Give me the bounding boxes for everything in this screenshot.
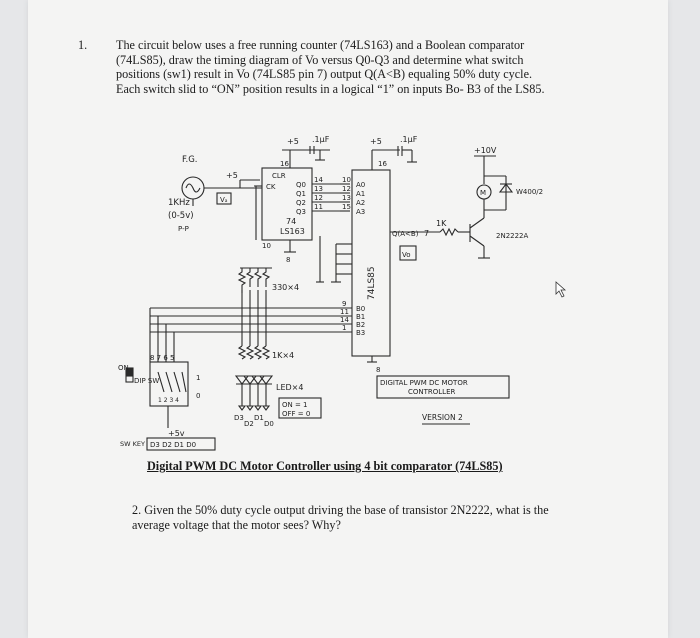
worksheet-page bbox=[28, 0, 668, 638]
counter-pin: 11 bbox=[314, 203, 323, 211]
question-1-line: The circuit below uses a free running co… bbox=[116, 38, 525, 52]
comparator-b: B0 bbox=[356, 305, 365, 313]
cursor-icon bbox=[555, 281, 567, 298]
comparator-pin: 15 bbox=[342, 203, 351, 211]
title-box-line: DIGITAL PWM DC MOTOR bbox=[380, 379, 468, 387]
dip-side: 1 bbox=[196, 374, 200, 382]
counter-ck: CK bbox=[266, 183, 276, 191]
plus5-label: +5 bbox=[370, 137, 382, 146]
comparator-pin: 13 bbox=[342, 194, 351, 202]
plus5-label: +5 bbox=[287, 137, 299, 146]
comparator-name: 74LS85 bbox=[367, 266, 377, 300]
plus5-label: +5 bbox=[226, 171, 238, 180]
dip-numbers: 8 7 6 5 bbox=[150, 354, 175, 362]
dip-numbers: 1 2 3 4 bbox=[158, 397, 179, 404]
question-1-line: Each switch slid to “ON” position result… bbox=[116, 81, 545, 96]
counter-output: Q3 bbox=[296, 208, 306, 216]
question-1-line: (74LS85), draw the timing diagram of Vo … bbox=[116, 52, 524, 67]
vo-meter: Vo bbox=[402, 251, 411, 259]
version-label: VERSION 2 bbox=[422, 413, 463, 422]
resistor-330: 330×4 bbox=[272, 283, 299, 292]
cap-label: .1µF bbox=[400, 135, 418, 144]
plus5-label: +5v bbox=[168, 429, 185, 438]
sw-key-box: D3 D2 D1 D0 bbox=[150, 441, 196, 449]
comparator-pin: 8 bbox=[376, 366, 380, 374]
comparator-b: B2 bbox=[356, 321, 365, 329]
question-1-number: 1. bbox=[78, 38, 88, 52]
led-bit: D1 bbox=[254, 414, 264, 422]
counter-pin: 12 bbox=[314, 194, 323, 202]
led-bit: D0 bbox=[264, 420, 274, 428]
resistor-base: 1K bbox=[436, 219, 447, 228]
counter-pin: 14 bbox=[314, 176, 323, 184]
question-1-line: positions (sw1) result in Vo (74LS85 pin… bbox=[116, 67, 533, 82]
figure-caption: Digital PWM DC Motor Controller using 4 … bbox=[147, 459, 503, 473]
sw-key-label: SW KEY bbox=[120, 440, 145, 448]
comparator-b: B3 bbox=[356, 329, 365, 337]
counter-output: Q2 bbox=[296, 199, 306, 207]
comparator-a: A1 bbox=[356, 190, 365, 198]
comparator-pin: 1 bbox=[342, 324, 346, 332]
comparator-pin: 12 bbox=[342, 185, 351, 193]
question-1-text: The circuit below uses a free running co… bbox=[116, 38, 586, 96]
clock-range: (0-5v) bbox=[168, 211, 194, 221]
counter-name: 74 bbox=[286, 217, 296, 226]
cap-label: .1µF bbox=[312, 135, 330, 144]
clock-v-meter: Vₐ bbox=[220, 196, 228, 204]
comparator-a: A3 bbox=[356, 208, 365, 216]
counter-clr: CLR bbox=[272, 172, 286, 180]
counter-pin: 16 bbox=[280, 160, 289, 168]
on-label: ON bbox=[118, 364, 129, 372]
comparator-pin: 14 bbox=[340, 316, 349, 324]
on-off-legend: ON = 1 bbox=[282, 401, 308, 409]
dip-label: DIP SW bbox=[134, 377, 159, 385]
led-bit: D2 bbox=[244, 420, 254, 428]
plus10-label: +10V bbox=[474, 146, 497, 155]
on-off-legend: OFF = 0 bbox=[282, 410, 310, 418]
comparator-pin: 16 bbox=[378, 160, 387, 168]
clock-label: F.G. bbox=[182, 155, 198, 165]
question-2: 2. Given the 50% duty cycle output drivi… bbox=[132, 503, 592, 533]
counter-name: LS163 bbox=[280, 227, 305, 236]
title-box-line: CONTROLLER bbox=[408, 388, 456, 396]
dip-side: 0 bbox=[196, 392, 200, 400]
motor-part: W400/2 bbox=[516, 188, 543, 196]
counter-output: Q0 bbox=[296, 181, 306, 189]
comparator-out: Q(A<B) bbox=[392, 230, 419, 238]
motor-label: M bbox=[480, 189, 486, 197]
comparator-pin: 9 bbox=[342, 300, 346, 308]
comparator-b: B1 bbox=[356, 313, 365, 321]
counter-pin: 13 bbox=[314, 185, 323, 193]
transistor-label: 2N2222A bbox=[496, 232, 529, 240]
resistor-1k: 1K×4 bbox=[272, 351, 294, 360]
counter-pin: 8 bbox=[286, 256, 290, 264]
comparator-pin-out: 7 bbox=[424, 229, 429, 238]
led-bit: D3 bbox=[234, 414, 244, 422]
clock-freq: 1KHz bbox=[168, 198, 190, 208]
comparator-pin: 10 bbox=[342, 176, 351, 184]
counter-output: Q1 bbox=[296, 190, 306, 198]
comparator-a: A0 bbox=[356, 181, 365, 189]
clock-pp: P-P bbox=[178, 225, 189, 233]
comparator-a: A2 bbox=[356, 199, 365, 207]
question-2-line: 2. Given the 50% duty cycle output drivi… bbox=[132, 503, 549, 517]
led-label: LED×4 bbox=[276, 383, 303, 392]
question-2-line: average voltage that the motor sees? Why… bbox=[132, 518, 341, 532]
comparator-pin: 11 bbox=[340, 308, 349, 316]
counter-pin: 10 bbox=[262, 242, 271, 250]
